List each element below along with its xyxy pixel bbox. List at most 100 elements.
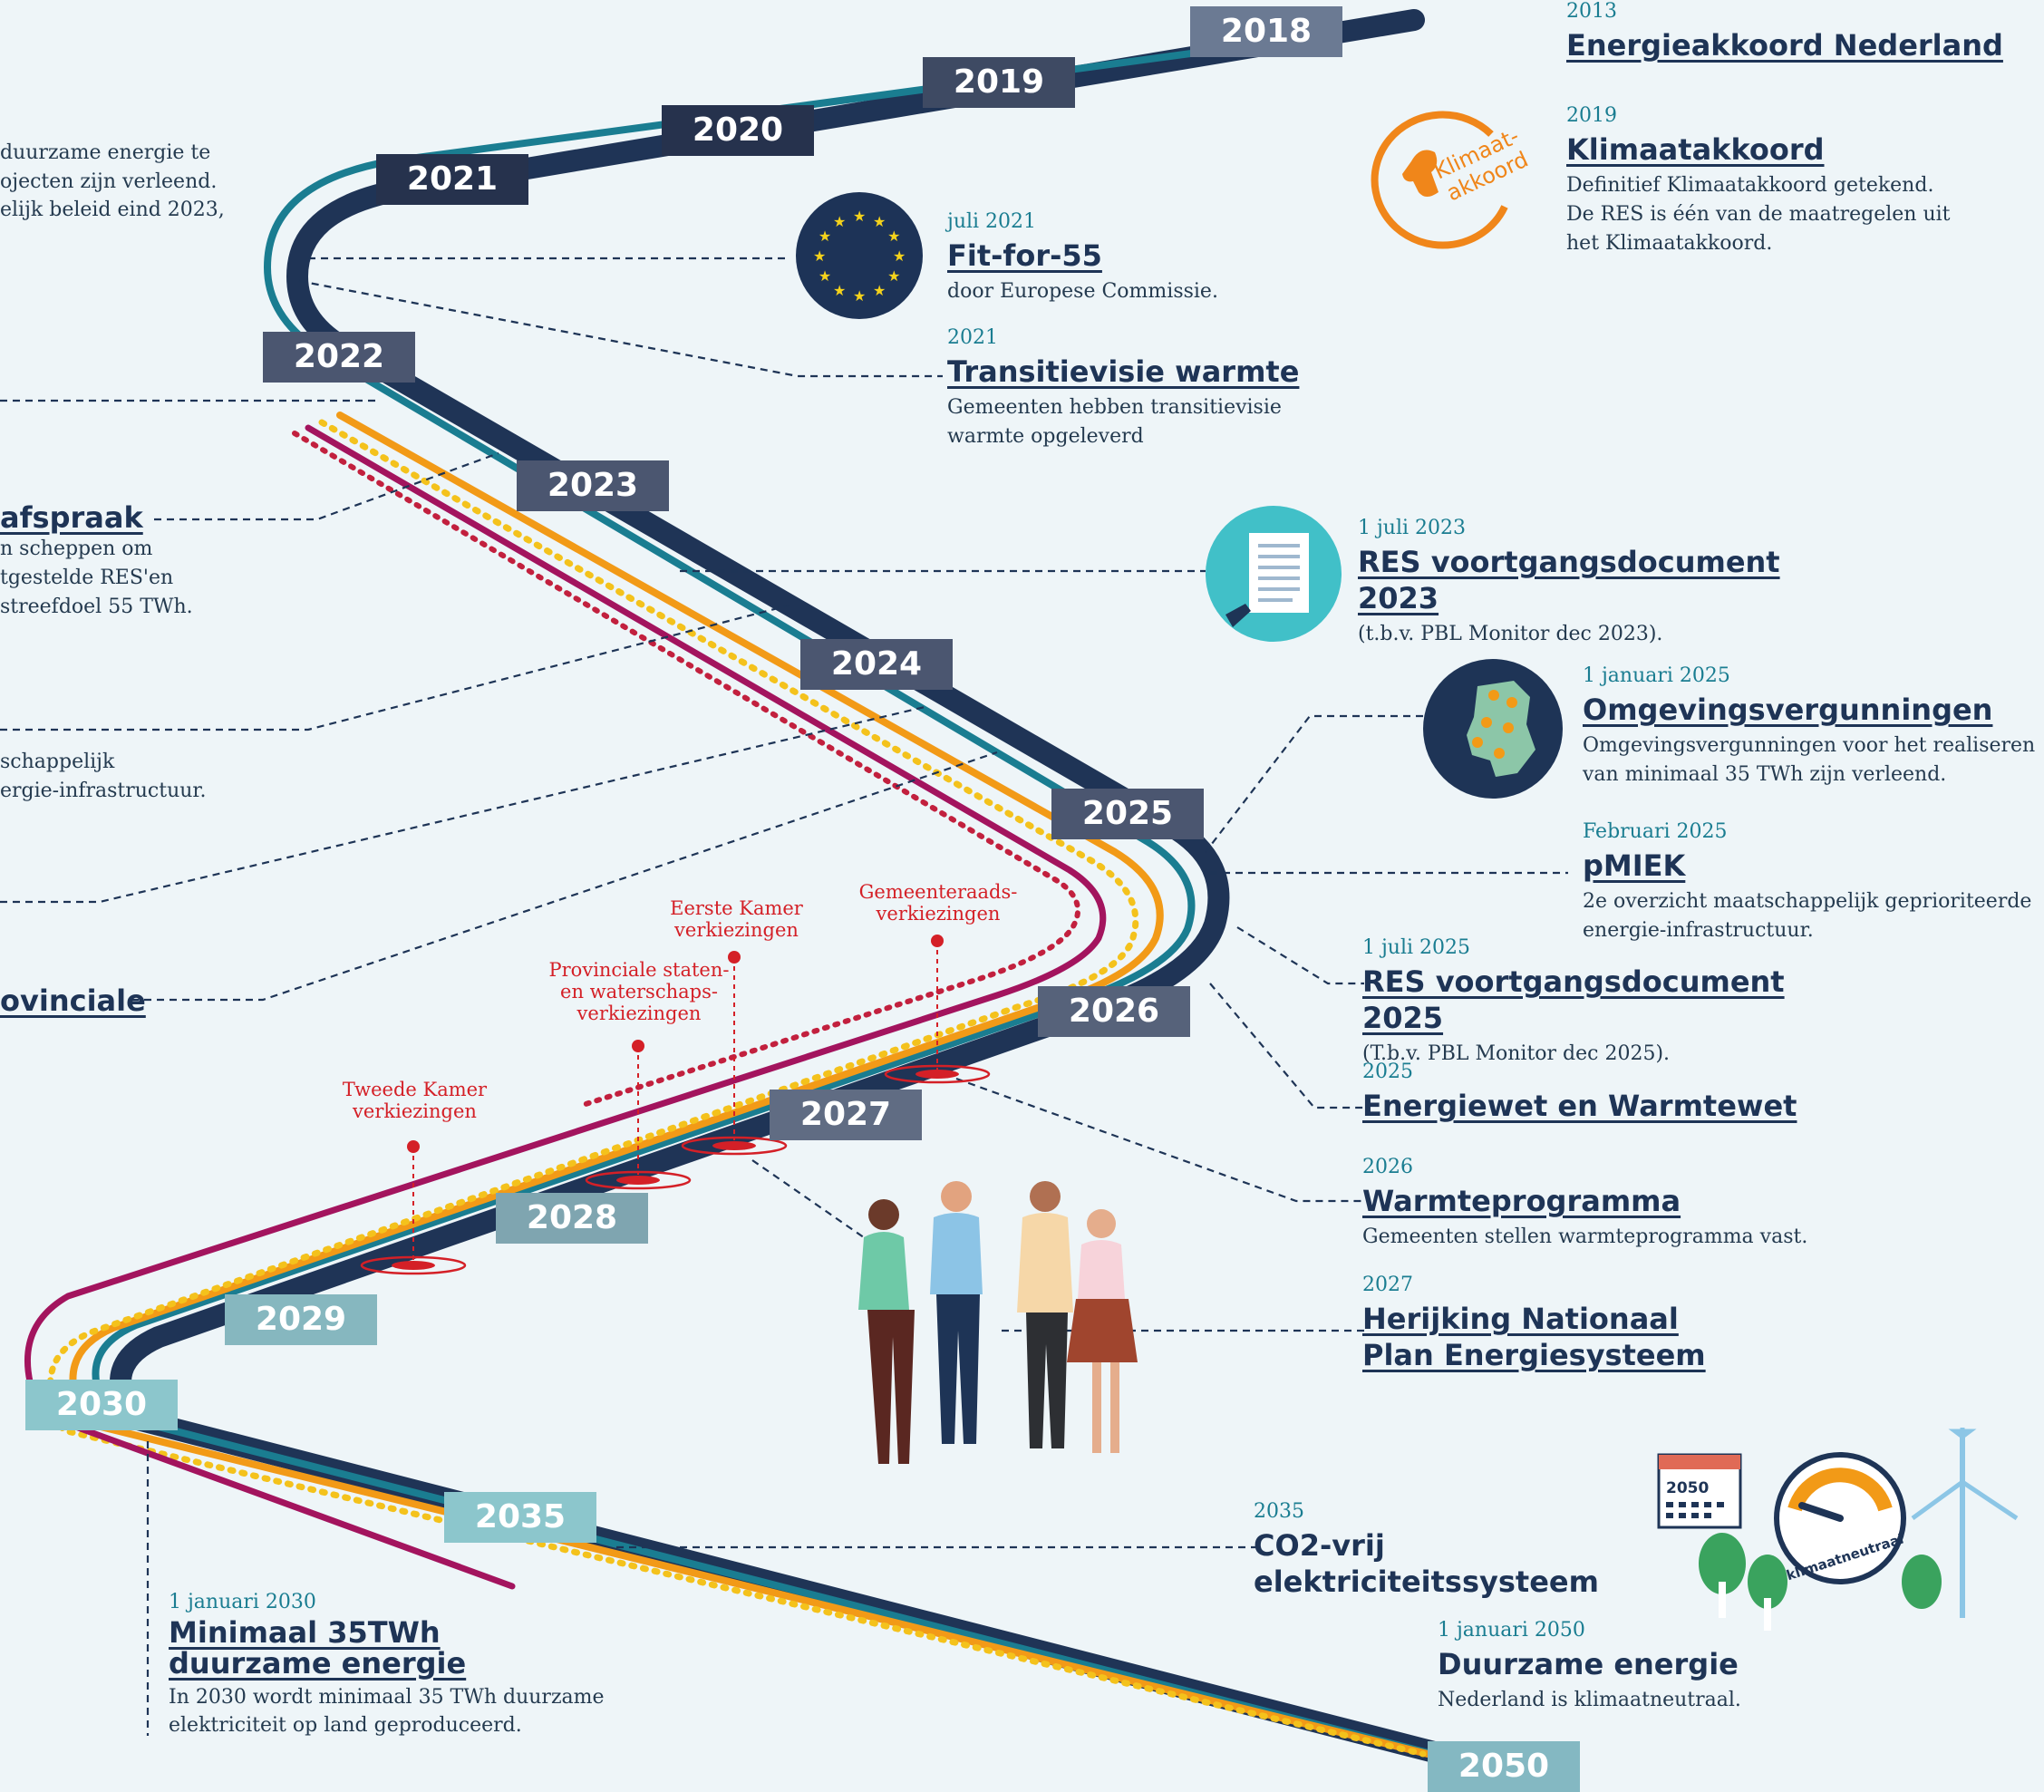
event-date: Februari 2025 — [1583, 820, 1728, 843]
eu-star-icon: ★ — [873, 282, 886, 299]
klimaatakkoord-link[interactable]: Klimaatakkoord — [1566, 132, 1825, 168]
transitievisie-link[interactable]: Transitievisie warmte — [947, 354, 1300, 390]
netherlands-map-icon — [1423, 659, 1564, 799]
document-icon — [1206, 506, 1342, 642]
duurzaam2050-title: Duurzame energie — [1438, 1647, 1739, 1682]
event-date: juli 2021 — [947, 210, 1037, 233]
res2025-link[interactable]: RES voortgangsdocument 2025 — [1362, 964, 1785, 1036]
event-desc: (T.b.v. PBL Monitor dec 2025). — [1362, 1042, 1671, 1066]
left-afspraak-desc-1: n scheppen om — [0, 538, 153, 560]
event-energiewet: 2025 Energiewet en Warmtewet — [1362, 1061, 1834, 1124]
event-desc: Definitief Klimaatakkoord getekend. De R… — [1566, 174, 1951, 256]
energieakkoord-link[interactable]: Energieakkoord Nederland — [1566, 28, 2003, 63]
left-afspraak-desc-2: tgestelde RES'en — [0, 567, 174, 589]
event-date: 2025 — [1362, 1061, 1413, 1083]
event-date: 1 januari 2030 — [169, 1591, 316, 1613]
year-label-2050: 2050 — [1428, 1741, 1580, 1792]
event-desc: Nederland is klimaatneutraal. — [1438, 1689, 1741, 1712]
event-desc: In 2030 wordt minimaal 35 TWh duurzame e… — [169, 1685, 605, 1738]
election-gemeenteraad: Gemeenteraads- verkiezingen — [858, 881, 1018, 925]
klimaatneutraal-illustration-icon: 2050 klimaatneutraal — [1650, 1428, 2039, 1636]
year-label-2028: 2028 — [496, 1193, 648, 1244]
co2vrij-title: CO2-vrij elektriciteitssysteem — [1254, 1528, 1599, 1600]
year-label-2026: 2026 — [1038, 986, 1190, 1037]
warmteprogramma-link[interactable]: Warmteprogramma — [1362, 1184, 1681, 1219]
event-desc: door Europese Commissie. — [947, 280, 1218, 304]
event-fitfor55: juli 2021 Fit-for-55 door Europese Commi… — [947, 210, 1310, 306]
eu-star-icon: ★ — [873, 213, 886, 230]
event-date: 2013 — [1566, 0, 1617, 23]
event-date: 1 januari 2050 — [1438, 1619, 1585, 1642]
calendar-label: 2050 — [1666, 1479, 1709, 1497]
year-label-2024: 2024 — [800, 639, 953, 690]
event-desc: Gemeenten stellen warmteprogramma vast. — [1362, 1225, 1808, 1249]
event-co2vrij: 2035 CO2-vrij elektriciteitssysteem — [1254, 1500, 1634, 1600]
pmiek-link[interactable]: pMIEK — [1583, 848, 1686, 884]
left-provinciale-link[interactable]: ovinciale — [0, 983, 146, 1018]
eu-star-icon: ★ — [887, 267, 900, 285]
fitfor55-link[interactable]: Fit-for-55 — [947, 238, 1102, 274]
election-eerste-kamer: Eerste Kamer verkiezingen — [670, 897, 803, 942]
event-duurzaam2050: 1 januari 2050 Duurzame energie Nederlan… — [1438, 1619, 1873, 1715]
eu-flag-icon: ★★★★★★★★★★★★ — [796, 192, 923, 319]
event-klimaatakkoord: 2019 Klimaatakkoord Definitief Klimaatak… — [1566, 104, 2038, 258]
event-desc: Gemeenten hebben transitievisie warmte o… — [947, 396, 1282, 449]
event-date: 2035 — [1254, 1500, 1304, 1523]
eu-star-icon: ★ — [853, 208, 866, 225]
eu-star-icon: ★ — [833, 213, 846, 230]
eu-star-icon: ★ — [887, 228, 900, 245]
omgeving-link[interactable]: Omgevingsvergunningen — [1583, 693, 1993, 728]
event-transitievisie: 2021 Transitievisie warmte Gemeenten heb… — [947, 326, 1328, 451]
minimaal35-link[interactable]: Minimaal 35TWh duurzame energie — [169, 1615, 467, 1681]
left-afspraak-desc-3: streefdoel 55 TWh. — [0, 596, 193, 618]
year-label-2023: 2023 — [517, 460, 669, 511]
event-energieakkoord: 2013 Energieakkoord Nederland — [1566, 0, 2003, 63]
left-text-fragment-3: elijk beleid eind 2023, — [0, 199, 225, 221]
event-warmteprogramma: 2026 Warmteprogramma Gemeenten stellen w… — [1362, 1156, 1870, 1252]
left-afspraak-link[interactable]: afspraak — [0, 500, 143, 535]
energiewet-link[interactable]: Energiewet en Warmtewet — [1362, 1089, 1797, 1124]
event-res2025: 1 juli 2025 RES voortgangsdocument 2025 … — [1362, 936, 1870, 1069]
left-text-fragment-2: ojecten zijn verleend. — [0, 170, 218, 193]
event-desc: 2e overzicht maatschappelijk geprioritee… — [1583, 890, 2032, 943]
event-date: 1 juli 2023 — [1358, 517, 1467, 539]
event-date: 1 januari 2025 — [1583, 664, 1730, 687]
year-label-2018: 2018 — [1190, 6, 1342, 57]
event-res2023: 1 juli 2023 RES voortgangsdocument 2023 … — [1358, 517, 1865, 649]
res2023-link[interactable]: RES voortgangsdocument 2023 — [1358, 545, 1780, 616]
eu-star-icon: ★ — [833, 282, 846, 299]
event-herijking: 2027 Herijking Nationaal Plan Energiesys… — [1362, 1274, 1834, 1373]
year-label-2020: 2020 — [662, 105, 814, 156]
event-date: 2026 — [1362, 1156, 1413, 1178]
people-illustration-icon — [838, 1174, 1156, 1473]
election-provinciale: Provinciale staten- en waterschaps- verk… — [548, 959, 730, 1025]
left-miek-desc-2: ergie-infrastructuur. — [0, 780, 207, 802]
event-desc: Omgevingsvergunningen voor het realisere… — [1583, 734, 2036, 787]
eu-star-icon: ★ — [819, 267, 831, 285]
year-label-2025: 2025 — [1051, 789, 1204, 839]
year-label-2030: 2030 — [25, 1380, 178, 1430]
event-date: 1 juli 2025 — [1362, 936, 1471, 959]
year-label-2019: 2019 — [923, 57, 1075, 108]
year-label-2035: 2035 — [444, 1492, 596, 1543]
klimaatakkoord-logo-icon: Klimaat- akkoord — [1355, 107, 1536, 252]
year-label-2021: 2021 — [376, 154, 528, 205]
event-pmiek: Februari 2025 pMIEK 2e overzicht maatsch… — [1583, 820, 2040, 945]
event-date: 2021 — [947, 326, 998, 349]
eu-star-icon: ★ — [813, 247, 826, 265]
eu-star-icon: ★ — [853, 287, 866, 305]
election-tweede-kamer: Tweede Kamer verkiezingen — [342, 1079, 488, 1123]
left-text-fragment-1: duurzame energie te — [0, 141, 211, 164]
event-date: 2027 — [1362, 1274, 1413, 1296]
year-label-2029: 2029 — [225, 1294, 377, 1345]
year-label-2022: 2022 — [263, 332, 415, 383]
year-label-2027: 2027 — [770, 1090, 922, 1140]
eu-star-icon: ★ — [893, 247, 906, 265]
event-minimaal35: 1 januari 2030 Minimaal 35TWh duurzame e… — [169, 1591, 676, 1740]
event-omgeving: 1 januari 2025 Omgevingsvergunningen Omg… — [1583, 664, 2040, 789]
left-miek-desc-1: schappelijk — [0, 751, 115, 773]
event-date: 2019 — [1566, 104, 1617, 127]
event-desc: (t.b.v. PBL Monitor dec 2023). — [1358, 623, 1663, 646]
herijking-link[interactable]: Herijking Nationaal Plan Energiesysteem — [1362, 1302, 1706, 1373]
